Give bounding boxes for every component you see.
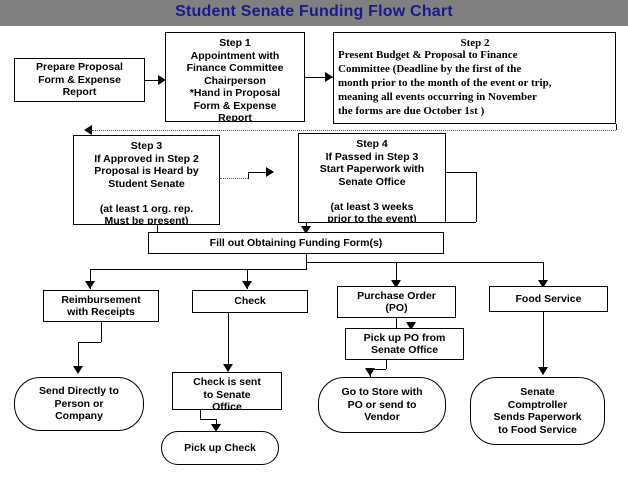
edge-foodservice-arrow [538,367,548,375]
edge-reimbursement-arrow [73,366,83,374]
edge-step1-to-step2-line [305,77,333,78]
node-send-directly-label: Send Directly to Person or Company [39,385,119,423]
node-senate-comptroller[interactable]: Senate Comptroller Sends Paperwork to Fo… [470,377,605,445]
edge-step4-to-fillform-seg2 [476,172,477,222]
edge-prepare-to-step1-line [145,80,165,81]
node-check-is-sent-label: Check is sent to Senate Office [193,376,261,410]
edge-step3-to-step4-arrow [266,167,274,177]
edge-step4-to-fillform-drop [157,223,158,233]
node-food-service-label: Food Service [515,292,582,305]
edge-reimbursement-jog [78,342,101,343]
edge-step3-to-step4-seg2 [248,172,273,173]
node-prepare-proposal-label: Prepare Proposal Form & Expense Report [36,61,123,99]
edge-foodservice-down [543,312,544,374]
edge-bus-to-po-arrow [391,280,401,288]
node-reimbursement-label: Reimbursement with Receipts [61,293,141,319]
edge-step4-to-fillform-arrow [301,226,311,234]
edge-fanout-bus-right [306,262,543,263]
node-purchase-order[interactable]: Purchase Order (PO) [337,286,456,318]
edge-checksent-arrow [211,424,221,432]
node-go-to-store[interactable]: Go to Store with PO or send to Vendor [318,377,446,433]
edge-bus-to-po [396,262,397,288]
edge-step4-to-fillform-seg1 [446,172,476,173]
node-fill-out-form[interactable]: Fill out Obtaining Funding Form(s) [148,232,444,254]
node-pickup-check-label: Pick up Check [184,441,256,454]
edge-po-arrow [406,322,416,330]
edge-step3-to-step4-seg1 [220,178,248,179]
node-check[interactable]: Check [192,290,308,313]
edge-step2-to-step3-drop [616,124,617,130]
node-check-is-sent[interactable]: Check is sent to Senate Office [172,372,282,410]
edge-fanout-bus-left [90,269,306,270]
node-fill-out-form-label: Fill out Obtaining Funding Form(s) [209,236,383,249]
edge-step4-to-fillform-seg3 [443,222,476,223]
page-title: Student Senate Funding Flow Chart [175,3,453,20]
node-step-4[interactable]: Step 4 If Passed in Step 3 Start Paperwo… [298,133,446,223]
node-step-1[interactable]: Step 1 Appointment with Finance Committe… [165,32,305,122]
edge-check-arrow [223,364,233,372]
node-pickup-po-label: Pick up PO from Senate Office [363,331,446,357]
node-step-1-label: Step 1 Appointment with Finance Committe… [186,37,284,122]
node-step-2-label: Step 2 [460,37,490,49]
title-bar [0,0,628,26]
node-step-2[interactable]: Step 2 [333,32,616,124]
edge-pickuppo-down1 [386,360,387,369]
edge-bus-to-check-arrow [242,281,252,289]
node-step-3-label: Step 3 If Approved in Step 2 Proposal is… [94,140,199,225]
node-prepare-proposal[interactable]: Prepare Proposal Form & Expense Report [14,58,145,102]
edge-bus-to-reimbursement [90,269,91,289]
node-reimbursement[interactable]: Reimbursement with Receipts [43,290,159,322]
edge-checksent-down1 [200,410,201,419]
edge-bus-to-check [247,269,248,289]
node-pickup-check[interactable]: Pick up Check [161,431,279,465]
edge-pickuppo-arrow [365,368,375,376]
edge-pickuppo-jog [370,369,386,370]
edge-po-down1 [396,318,397,328]
edge-fanout-bus-link [306,262,307,270]
edge-bus-to-foodservice [543,262,544,288]
node-step-4-label: Step 4 If Passed in Step 3 Start Paperwo… [319,138,425,223]
edge-prepare-to-step1-arrow [158,75,166,85]
edge-checksent-jog [200,419,216,420]
edge-check-down [228,313,229,371]
edge-bus-to-foodservice-arrow [538,280,548,288]
node-purchase-order-label: Purchase Order (PO) [357,289,436,315]
node-go-to-store-label: Go to Store with PO or send to Vendor [341,386,423,424]
edge-reimbursement-down2 [78,342,79,372]
edge-bus-to-reimbursement-arrow [85,281,95,289]
node-food-service[interactable]: Food Service [489,286,608,312]
edge-step2-to-step3-line [92,130,616,131]
edge-step1-to-step2-arrow [325,72,333,82]
node-step-3[interactable]: Step 3 If Approved in Step 2 Proposal is… [73,135,220,225]
edge-step2-to-step3-arrow [84,125,92,135]
node-senate-comptroller-label: Senate Comptroller Sends Paperwork to Fo… [493,386,582,436]
edge-step3-to-step4-jog [248,172,249,179]
node-step-2-body: Present Budget & Proposal to Finance Com… [338,49,552,117]
node-pickup-po[interactable]: Pick up PO from Senate Office [345,328,464,360]
node-check-label: Check [234,295,266,308]
node-send-directly[interactable]: Send Directly to Person or Company [14,377,144,431]
edge-reimbursement-down1 [101,322,102,342]
